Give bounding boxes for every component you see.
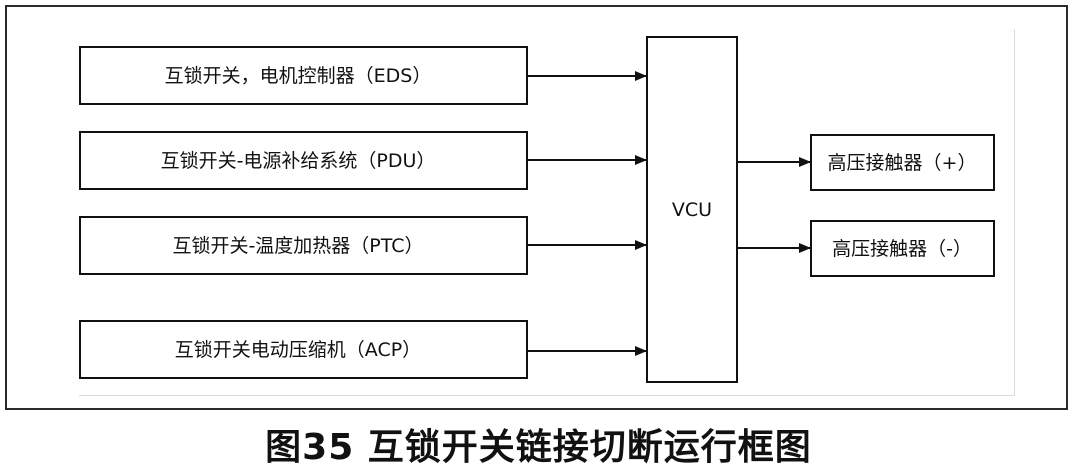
input-box-ptc: 互锁开关-温度加热器（PTC） xyxy=(79,216,528,275)
vcu-box: VCU xyxy=(646,36,738,383)
figure-caption: 图35 互锁开关链接切断运行框图 xyxy=(265,427,812,468)
input-box-acp: 互锁开关电动压缩机（ACP） xyxy=(79,320,528,379)
block-diagram: 互锁开关，电机控制器（EDS） 互锁开关-电源补给系统（PDU） 互锁开关-温度… xyxy=(79,36,995,383)
input-label-pdu: 互锁开关-电源补给系统（PDU） xyxy=(161,150,436,172)
input-label-acp: 互锁开关电动压缩机（ACP） xyxy=(175,339,421,361)
input-box-eds: 互锁开关，电机控制器（EDS） xyxy=(79,46,528,105)
output-label-negative: 高压接触器（-） xyxy=(832,238,972,260)
vcu-label: VCU xyxy=(672,199,712,221)
output-box-negative: 高压接触器（-） xyxy=(810,220,995,277)
input-label-eds: 互锁开关，电机控制器（EDS） xyxy=(165,65,432,87)
input-label-ptc: 互锁开关-温度加热器（PTC） xyxy=(172,235,423,257)
output-box-positive: 高压接触器（+） xyxy=(810,134,995,191)
output-label-positive: 高压接触器（+） xyxy=(828,152,977,174)
input-box-pdu: 互锁开关-电源补给系统（PDU） xyxy=(79,131,528,190)
